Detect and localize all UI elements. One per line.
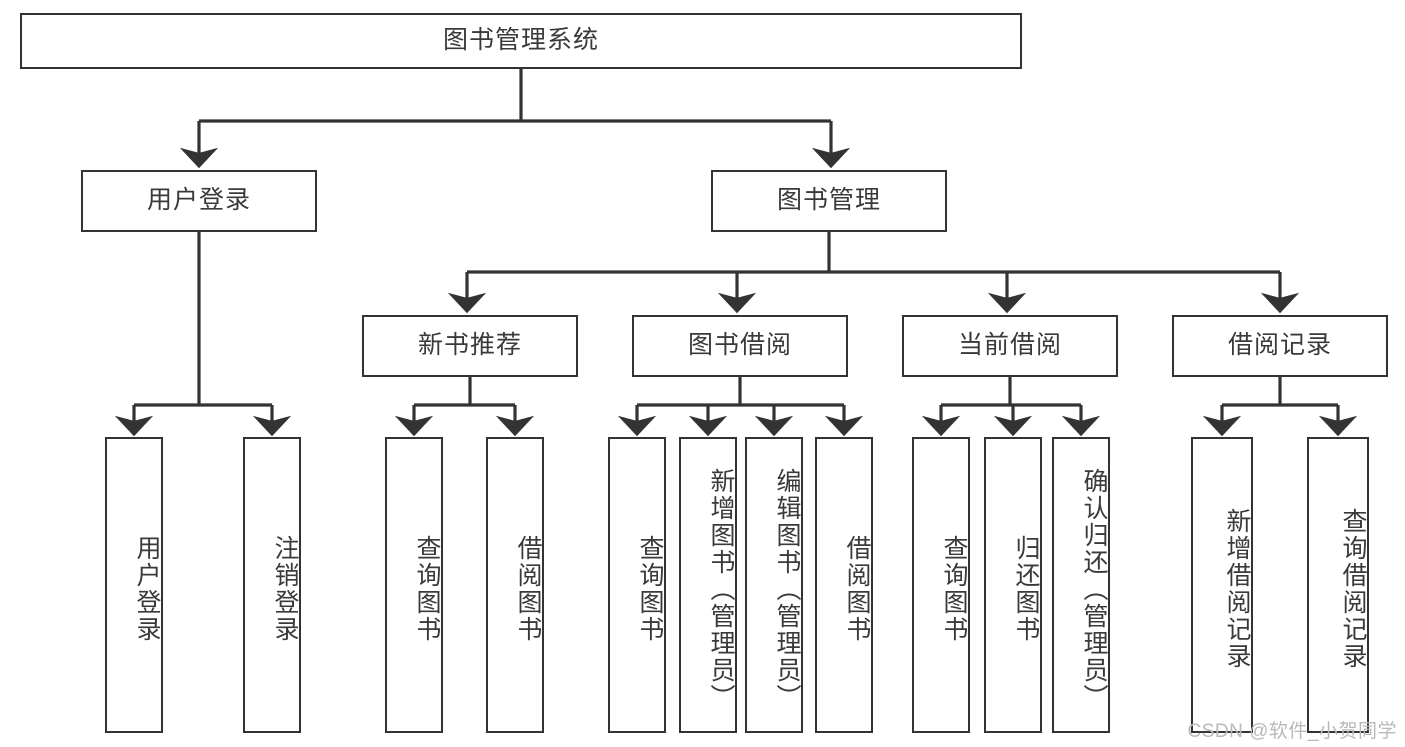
- node-label: 查询借阅记录: [1339, 508, 1367, 670]
- node-label: 编辑图书（管理员）: [773, 467, 801, 711]
- leaf-query-book-newbook[interactable]: 查询图书: [385, 437, 443, 733]
- node-current-borrow[interactable]: 当前借阅: [902, 315, 1118, 377]
- node-user-login[interactable]: 用户登录: [81, 170, 317, 232]
- leaf-return-book[interactable]: 归还图书: [984, 437, 1042, 733]
- node-label: 新增图书（管理员）: [707, 467, 735, 711]
- leaf-user-login[interactable]: 用户登录: [105, 437, 163, 733]
- node-label: 查询图书: [636, 535, 664, 643]
- leaf-add-borrow-record[interactable]: 新增借阅记录: [1191, 437, 1253, 733]
- node-label: 借阅图书: [514, 535, 542, 643]
- node-label: 图书借阅: [687, 331, 792, 360]
- node-label: 注销登录: [271, 535, 299, 643]
- leaf-query-book-borrow[interactable]: 查询图书: [608, 437, 666, 733]
- node-label: 用户登录: [146, 186, 251, 215]
- node-label: 新书推荐: [417, 331, 522, 360]
- leaf-edit-book-admin[interactable]: 编辑图书（管理员）: [745, 437, 803, 733]
- leaf-confirm-return-admin[interactable]: 确认归还（管理员）: [1052, 437, 1110, 733]
- node-label: 当前借阅: [957, 331, 1062, 360]
- node-book-borrow[interactable]: 图书借阅: [632, 315, 848, 377]
- node-root-system[interactable]: 图书管理系统: [20, 13, 1022, 69]
- node-borrow-record[interactable]: 借阅记录: [1172, 315, 1388, 377]
- node-label: 图书管理系统: [442, 26, 599, 55]
- node-label: 用户登录: [133, 535, 161, 643]
- node-label: 查询图书: [413, 535, 441, 643]
- node-book-management[interactable]: 图书管理: [711, 170, 947, 232]
- node-label: 图书管理: [776, 186, 881, 215]
- node-label: 确认归还（管理员）: [1080, 467, 1108, 711]
- node-new-book-recommend[interactable]: 新书推荐: [362, 315, 578, 377]
- node-label: 借阅记录: [1227, 331, 1332, 360]
- leaf-add-book-admin[interactable]: 新增图书（管理员）: [679, 437, 737, 733]
- node-label: 借阅图书: [843, 535, 871, 643]
- watermark: CSDN @软件_小贺同学: [1187, 721, 1397, 742]
- node-label: 归还图书: [1012, 535, 1040, 643]
- node-label: 查询图书: [940, 535, 968, 643]
- leaf-logout[interactable]: 注销登录: [243, 437, 301, 733]
- leaf-borrow-book-newbook[interactable]: 借阅图书: [486, 437, 544, 733]
- leaf-query-borrow-record[interactable]: 查询借阅记录: [1307, 437, 1369, 733]
- leaf-borrow-book[interactable]: 借阅图书: [815, 437, 873, 733]
- leaf-query-book-current[interactable]: 查询图书: [912, 437, 970, 733]
- node-label: 新增借阅记录: [1223, 508, 1251, 670]
